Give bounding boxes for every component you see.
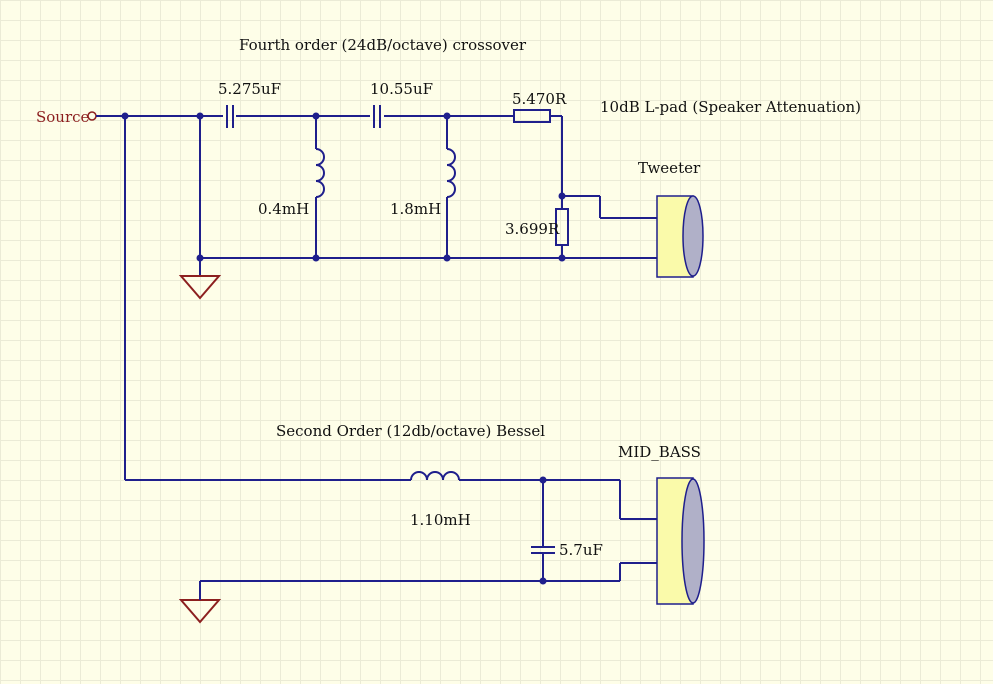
midbass-wires	[124, 116, 657, 600]
c1-value: 5.275uF	[218, 80, 281, 98]
junction-dots	[121, 112, 566, 585]
speaker-icon	[656, 195, 704, 278]
resistor-shunt	[555, 208, 569, 246]
lpad-title: 10dB L-pad (Speaker Attenuation)	[600, 98, 861, 116]
midbass-label: MID_BASS	[618, 443, 701, 461]
source-label: Source	[36, 108, 90, 126]
speaker-icon	[656, 477, 705, 605]
l1-value: 0.4mH	[258, 200, 309, 218]
tweeter-wires	[96, 115, 657, 276]
l2-value: 1.8mH	[390, 200, 441, 218]
c2-value: 10.55uF	[370, 80, 433, 98]
capacitor-c1	[226, 105, 234, 128]
capacitor-c2	[373, 105, 381, 128]
r-series-value: 5.470R	[512, 90, 567, 108]
inductor-l2	[446, 148, 456, 198]
ground-icon	[178, 599, 222, 624]
l3-value: 1.10mH	[410, 511, 471, 529]
c3-value: 5.7uF	[559, 541, 603, 559]
inductor-l1	[315, 148, 325, 198]
ground-icon	[178, 275, 222, 300]
r-shunt-value: 3.699R	[505, 220, 560, 238]
tweeter-crossover-title: Fourth order (24dB/octave) crossover	[239, 36, 527, 54]
tweeter-label: Tweeter	[638, 159, 701, 177]
midbass-crossover-title: Second Order (12db/octave) Bessel	[276, 422, 545, 440]
resistor-series	[513, 109, 551, 123]
inductor-l3	[410, 471, 460, 481]
capacitor-c3	[531, 546, 555, 554]
